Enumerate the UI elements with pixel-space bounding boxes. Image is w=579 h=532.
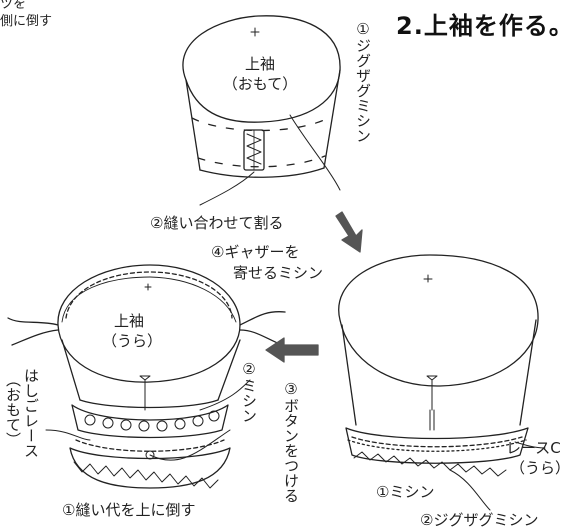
fig3-lace-side: （うら）: [510, 459, 571, 477]
fig3-sew-label: ①ミシン: [376, 483, 435, 501]
corner-text-line1: ツを: [0, 0, 27, 12]
fig1-piece-side: （おもて）: [222, 75, 298, 93]
fig2-ladder-lace-label: はしごレース: [22, 368, 40, 458]
fig1-zigzag-label: ①ジグザグミシン: [354, 20, 372, 143]
fig2-gather-label-line2: 寄せるミシン: [233, 264, 324, 282]
fig2-seam-label: ①縫い代を上に倒す: [62, 501, 196, 519]
sleeve-figure-front: [182, 15, 341, 191]
fig3-lace-label: レースC: [506, 439, 561, 457]
fig1-piece-name: 上袖: [244, 55, 275, 73]
down-arrow-icon: [335, 211, 363, 253]
fig2-sew-label: ②ミシン: [240, 360, 258, 423]
fig2-button-label: ③ボタンをつける: [282, 380, 300, 503]
page-title: 2.上袖を作る。: [396, 12, 574, 40]
leader-line: [45, 379, 251, 461]
left-arrow-icon: [265, 337, 319, 363]
sleeve-figure-lace: [338, 254, 539, 477]
sleeve-figure-back: [7, 264, 286, 489]
fig2-piece-side: （うら）: [101, 332, 162, 350]
leader-line: [199, 171, 255, 206]
fig3-zigzag-label: ②ジグザグミシン: [420, 511, 539, 529]
corner-text-line2: 側に倒す: [0, 14, 53, 29]
fig2-piece-name: 上袖: [113, 312, 144, 330]
fig2-gather-label-line1: ④ギャザーを: [211, 243, 300, 261]
fig2-lace-side-label: （おもて）: [4, 372, 22, 447]
leader-line: [449, 441, 546, 511]
fig1-sew-split-label: ②縫い合わせて割る: [150, 214, 284, 232]
